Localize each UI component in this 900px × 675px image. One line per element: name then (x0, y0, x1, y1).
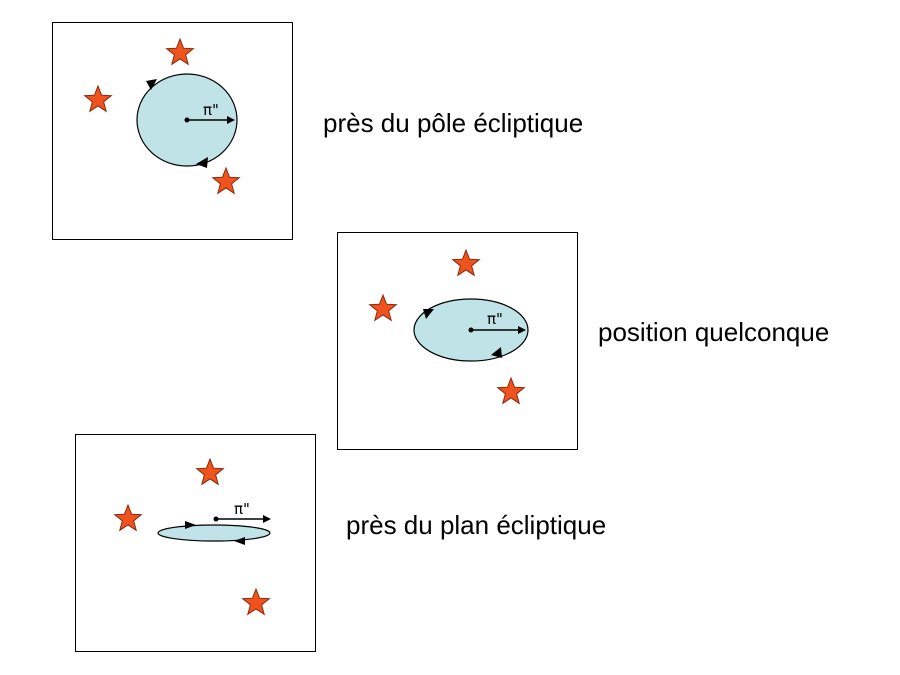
arrowhead-icon (263, 515, 271, 523)
parallax-label: π" (203, 101, 219, 119)
parallax-label: π" (234, 500, 250, 518)
caption-ecliptic-plane: près du plan écliptique (346, 510, 607, 540)
arrowhead-icon (227, 116, 235, 124)
diagram-ecliptic-plane: π" (113, 457, 271, 616)
arrowhead-icon (185, 521, 196, 529)
caption-arbitrary-position: position quelconque (598, 317, 830, 347)
arrowhead-icon (234, 537, 245, 545)
ellipse-center-dot (213, 516, 219, 522)
panel-ecliptic-pole: π" (52, 22, 293, 240)
arrowhead-icon (423, 309, 434, 319)
arrowhead-icon (146, 79, 157, 90)
parallax-ellipse (157, 524, 271, 542)
star-icon (113, 503, 143, 532)
star-icon (496, 376, 526, 405)
star-icon (241, 587, 271, 616)
diagram-arbitrary-position: π" (368, 248, 529, 405)
arrowhead-icon (491, 347, 502, 358)
caption-ecliptic-pole: près du pôle écliptique (323, 108, 584, 138)
panel-arbitrary-position: π" (337, 232, 578, 450)
star-icon (451, 248, 481, 277)
panel-ecliptic-plane: π" (75, 434, 316, 652)
star-icon (211, 166, 241, 195)
star-icon (368, 293, 398, 322)
arrowhead-icon (518, 326, 526, 334)
star-icon (83, 84, 113, 113)
arrowhead-icon (196, 157, 208, 168)
star-icon (165, 37, 195, 66)
star-icon (195, 457, 225, 486)
ellipse-center-dot (184, 117, 190, 123)
ellipse-center-dot (468, 327, 474, 333)
diagram-ecliptic-pole: π" (83, 37, 241, 195)
parallax-label: π" (487, 310, 503, 328)
